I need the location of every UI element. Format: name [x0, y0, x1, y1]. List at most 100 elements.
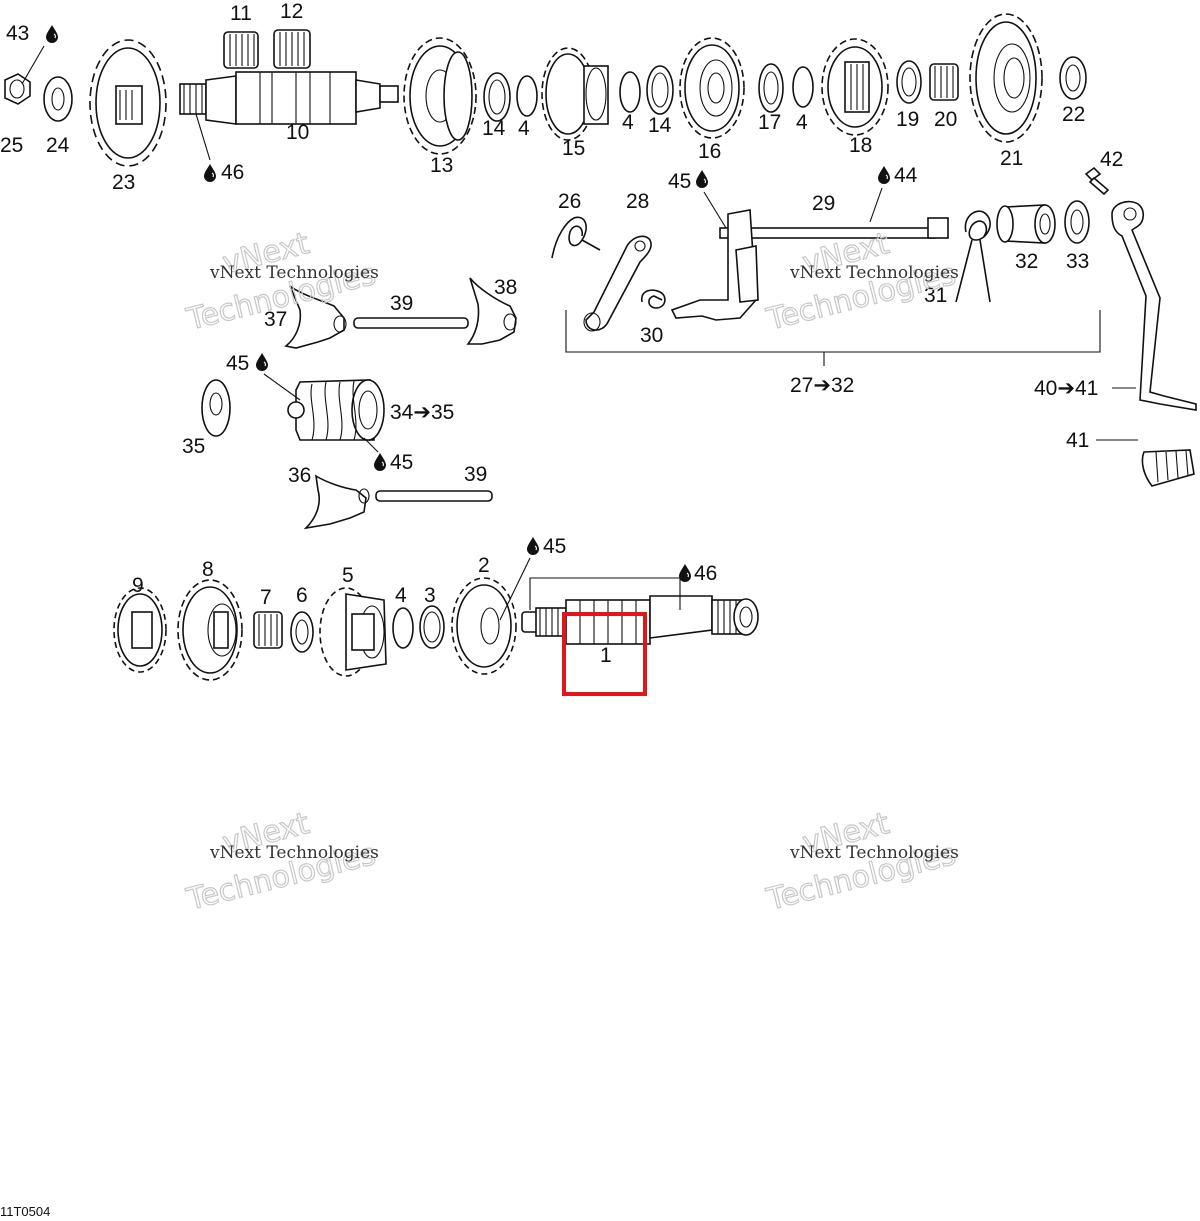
label-33: 33: [1066, 250, 1089, 273]
svg-text:vNext Technologies: vNext Technologies: [789, 843, 959, 863]
fork-shaft-part-39-second: [375, 490, 493, 502]
nut-part-25: [4, 73, 31, 105]
watermark-bottom-left: vNext Technologies vNext Technologies: [182, 805, 380, 918]
label-25: 25: [0, 134, 23, 157]
label-36: 36: [288, 464, 311, 487]
label-24: 24: [46, 134, 70, 157]
label-7: 7: [260, 586, 272, 609]
label-15: 15: [562, 137, 585, 160]
shift-lever-part-40: [1111, 200, 1197, 411]
gear-part-21: [969, 13, 1043, 143]
washer-part-22: [1059, 56, 1087, 100]
spring-part-30: [641, 289, 666, 309]
washer-part-3: [419, 605, 445, 649]
gear-part-2: [451, 577, 517, 675]
label-45-lower: 45: [543, 535, 566, 558]
shift-fork-part-37: [284, 285, 347, 349]
label-4: 4: [518, 117, 530, 140]
screw-part-42: [1084, 166, 1110, 196]
oil-drop-icon: [526, 536, 540, 556]
circlip-part-14: [483, 72, 511, 122]
oil-drop-icon: [203, 163, 217, 183]
oil-drop-icon: [373, 452, 387, 472]
label-31: 31: [924, 284, 947, 307]
label-5: 5: [342, 564, 354, 587]
label-43: 43: [6, 22, 29, 45]
fork-shaft-part-39: [353, 317, 469, 329]
spring-part-31: [955, 210, 991, 303]
label-3: 3: [424, 584, 436, 607]
label-28: 28: [626, 190, 649, 213]
label-9: 9: [132, 574, 144, 597]
washer-part-19: [896, 60, 922, 104]
label-4-third: 4: [796, 111, 808, 134]
label-39: 39: [390, 292, 413, 315]
gear-part-16: [679, 37, 745, 139]
sprocket-part-23: [89, 39, 167, 167]
label-44: 44: [894, 164, 918, 187]
label-45-drum-lower: 45: [390, 451, 413, 474]
drawing-code: 11T0504: [0, 1204, 50, 1219]
label-16: 16: [698, 140, 721, 163]
pedal-rubber-part-41: [1141, 449, 1195, 487]
gear-part-9: [113, 587, 167, 673]
label-14: 14: [482, 117, 506, 140]
washer-part-33: [1064, 200, 1090, 244]
watermark-bottom-right: vNext Technologies vNext Technologies: [762, 805, 960, 918]
label-11: 11: [230, 2, 252, 25]
label-26: 26: [558, 190, 581, 213]
label-45: 45: [668, 170, 691, 193]
ring-part-4-second: [619, 71, 641, 113]
label-14-second: 14: [648, 114, 672, 137]
washer-part-6: [290, 611, 314, 653]
oil-drop-icon: [877, 165, 891, 185]
lever-part-28: [583, 235, 652, 332]
bushing-part-32: [996, 204, 1056, 244]
label-13: 13: [430, 154, 453, 177]
shift-shaft-part-29: [670, 209, 949, 321]
label-32: 32: [1015, 250, 1038, 273]
svg-text:vNext Technologies: vNext Technologies: [209, 843, 379, 863]
gear-part-13: [403, 37, 477, 155]
label-1: 1: [600, 644, 612, 667]
circlip-part-14-second: [646, 65, 674, 115]
watermark-top-left: vNext Technologies vNext Technologies: [182, 225, 380, 338]
label-20: 20: [934, 108, 957, 131]
label-4-lower: 4: [395, 584, 407, 607]
main-shaft-part-1: [521, 595, 759, 645]
circlip-part-17: [758, 63, 784, 113]
gear-part-5: [319, 587, 387, 677]
gear-part-15: [541, 47, 609, 141]
washer-part-24: [43, 76, 73, 122]
group-label-40-41: 40➔41: [1034, 377, 1098, 400]
oil-drop-icon: [678, 563, 692, 583]
shift-drum-part-34: [287, 379, 385, 441]
label-41: 41: [1066, 429, 1089, 452]
shaft-part-10: [179, 71, 399, 125]
gear-part-18: [821, 38, 889, 136]
highlight-box-part-1: [562, 612, 647, 696]
label-19: 19: [896, 108, 919, 131]
label-39-second: 39: [464, 463, 487, 486]
gear-part-8: [177, 579, 243, 681]
label-2: 2: [478, 554, 490, 577]
group-label-34-35: 34➔35: [390, 401, 454, 424]
label-23: 23: [112, 171, 135, 194]
needle-bearing-part-20: [929, 63, 959, 101]
svg-text:vNext Technologies: vNext Technologies: [209, 263, 379, 283]
label-10: 10: [286, 121, 309, 144]
label-8: 8: [202, 558, 214, 581]
needle-bearing-part-11: [223, 31, 259, 69]
label-45-drum: 45: [226, 352, 249, 375]
label-17: 17: [758, 111, 781, 134]
label-42: 42: [1100, 148, 1123, 171]
needle-bearing-part-7: [253, 611, 283, 649]
shift-fork-part-36: [303, 474, 370, 530]
oil-drop-icon: [45, 24, 59, 44]
label-35: 35: [182, 435, 205, 458]
label-18: 18: [849, 134, 872, 157]
label-46-lower: 46: [694, 562, 717, 585]
label-12: 12: [280, 0, 303, 23]
label-29: 29: [812, 192, 835, 215]
